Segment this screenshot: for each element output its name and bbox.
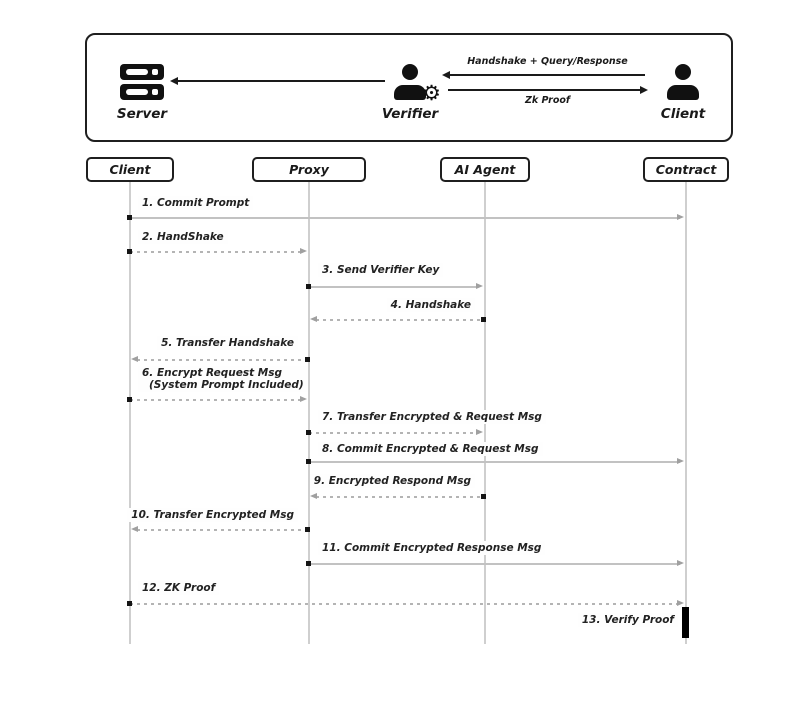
person-head: [402, 64, 418, 80]
message-label: 9. Encrypted Respond Msg: [309, 474, 475, 488]
actor-client-top: Client: [645, 64, 721, 122]
arrowhead-right-icon: [476, 429, 483, 435]
message-line: [309, 432, 478, 434]
message-start-dot: [305, 357, 310, 362]
message-start-dot: [127, 215, 132, 220]
participant-contract: Contract: [643, 157, 729, 182]
message-label: 1. Commit Prompt: [138, 196, 254, 210]
actor-server: Server: [104, 64, 180, 122]
message-line: [137, 359, 305, 361]
arrowhead-right-icon: [476, 283, 483, 289]
message-line: [316, 319, 482, 321]
message-line: [316, 496, 482, 498]
message-label: 4. Handshake: [386, 298, 475, 312]
arrowhead-left-icon: [170, 77, 178, 85]
arrowhead-right-icon: [677, 600, 684, 606]
arrowhead-left-icon: [131, 526, 138, 532]
zk-proof-label: Zk Proof: [524, 95, 571, 106]
person-body: [667, 85, 699, 100]
server-rack-unit: [120, 64, 164, 80]
person-head: [675, 64, 691, 80]
message-line: [130, 217, 680, 219]
server-label: Server: [116, 106, 168, 122]
message-line: [309, 286, 478, 288]
gear-icon: ⚙: [422, 81, 441, 105]
overview-panel: Server ⚙ Verifier Client: [85, 33, 733, 142]
arrowhead-right-icon: [677, 458, 684, 464]
message-start-dot: [481, 494, 486, 499]
message-start-dot: [306, 284, 311, 289]
message-label: 10. Transfer Encrypted Msg: [127, 508, 298, 522]
participant-ai-agent: AI Agent: [440, 157, 530, 182]
message-label: 12. ZK Proof: [138, 581, 220, 595]
verifier-to-client-arrow: [448, 89, 645, 91]
message-line: [137, 529, 305, 531]
arrowhead-right-icon: [677, 214, 684, 220]
arrowhead-left-icon: [310, 316, 317, 322]
handshake-query-response-label: Handshake + Query/Response: [467, 56, 628, 67]
arrowhead-right-icon: [300, 396, 307, 402]
message-start-dot: [481, 317, 486, 322]
arrowhead-right-icon: [300, 248, 307, 254]
message-start-dot: [127, 601, 132, 606]
activation-bar: [682, 607, 689, 638]
arrowhead-left-icon: [131, 356, 138, 362]
participant-proxy: Proxy: [252, 157, 366, 182]
arrowhead-right-icon: [640, 86, 648, 94]
arrowhead-left-icon: [310, 493, 317, 499]
server-rack-unit: [120, 84, 164, 100]
message-start-dot: [306, 459, 311, 464]
message-start-dot: [306, 561, 311, 566]
verifier-label: Verifier: [381, 106, 439, 122]
message-line: [309, 461, 680, 463]
message-line: [130, 399, 302, 401]
client-icon: [665, 64, 701, 100]
message-label: 5. Transfer Handshake: [157, 336, 298, 350]
message-label-line2: (System Prompt Included): [149, 379, 304, 391]
verifier-to-server-arrow: [176, 80, 385, 82]
message-start-dot: [305, 527, 310, 532]
participant-client: Client: [86, 157, 174, 182]
message-start-dot: [127, 249, 132, 254]
client-to-verifier-arrow: [448, 74, 645, 76]
verifier-icon: ⚙: [392, 64, 441, 104]
message-label: 7. Transfer Encrypted & Request Msg: [318, 410, 546, 424]
lifeline-proxy: [308, 182, 310, 644]
arrowhead-right-icon: [677, 560, 684, 566]
client-top-label: Client: [660, 106, 706, 122]
person-body: [394, 85, 426, 100]
lifeline-client: [129, 182, 131, 644]
message-label: 11. Commit Encrypted Response Msg: [318, 541, 546, 555]
message-label-line1: 6. Encrypt Request Msg: [142, 367, 282, 379]
arrowhead-left-icon: [442, 71, 450, 79]
message-label: 13. Verify Proof: [577, 613, 678, 627]
message-label: 8. Commit Encrypted & Request Msg: [318, 442, 543, 456]
message-label: 3. Send Verifier Key: [318, 263, 444, 277]
message-line: [130, 603, 680, 605]
message-start-dot: [306, 430, 311, 435]
lifeline-contract: [685, 182, 687, 644]
message-line: [130, 251, 302, 253]
message-label: 2. HandShake: [138, 230, 228, 244]
message-start-dot: [127, 397, 132, 402]
message-label: 6. Encrypt Request Msg (System Prompt In…: [138, 366, 308, 392]
actor-verifier: ⚙ Verifier: [372, 64, 448, 122]
message-line: [309, 563, 680, 565]
server-icon: [120, 64, 164, 100]
